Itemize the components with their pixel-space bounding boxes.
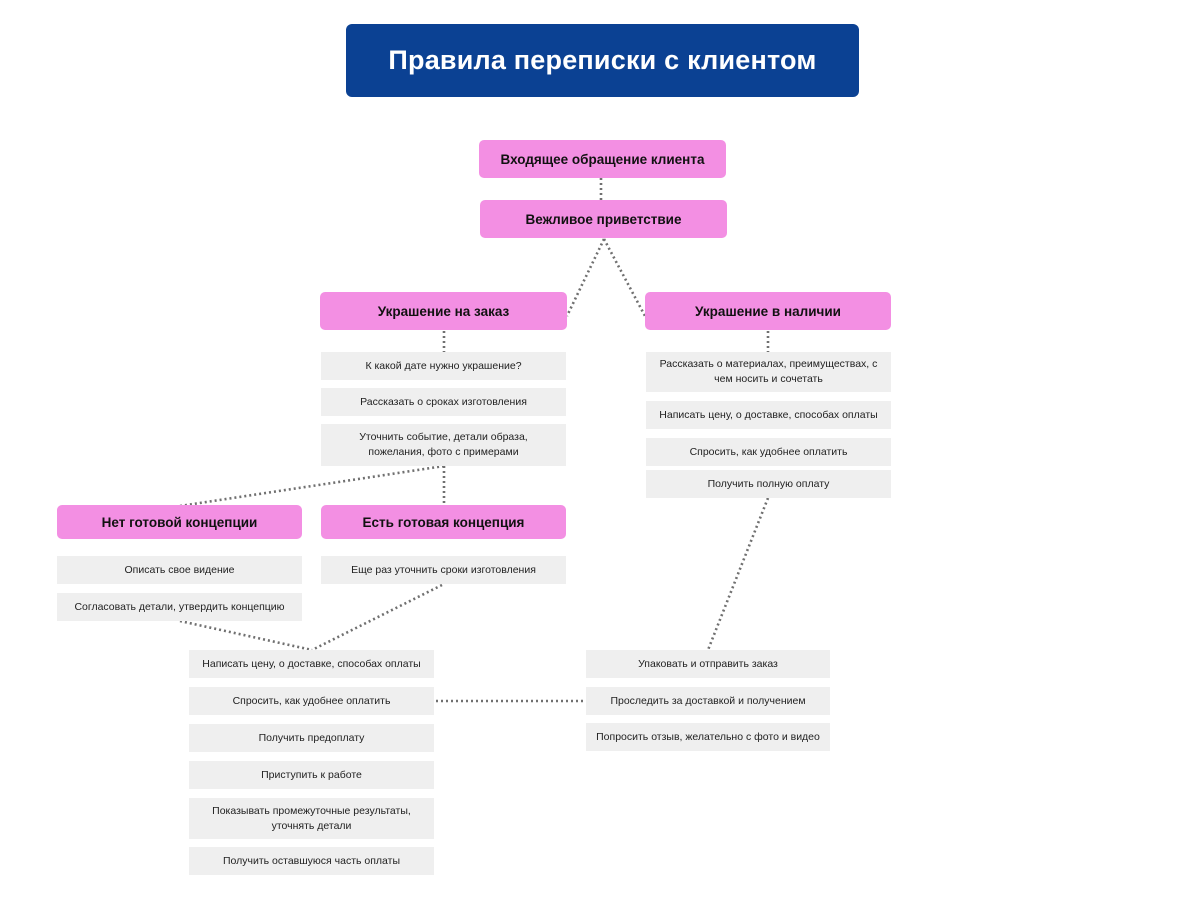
- final-step: Проследить за доставкой и получением: [586, 687, 830, 715]
- final-step: Упаковать и отправить заказ: [586, 650, 830, 678]
- node-has-concept: Есть готовая концепция: [321, 505, 566, 539]
- connector-hasconcept-work: [311, 583, 443, 652]
- node-in-stock: Украшение в наличии: [645, 292, 891, 330]
- work-step: Получить предоплату: [189, 724, 434, 752]
- page-title: Правила переписки с клиентом: [346, 24, 859, 97]
- node-incoming-request: Входящее обращение клиента: [479, 140, 726, 178]
- custom-step: Уточнить событие, детали образа, пожелан…: [321, 424, 566, 466]
- connector-custom-noconcept: [179, 464, 445, 508]
- connector-stock-final: [706, 497, 770, 651]
- stock-step: Получить полную оплату: [646, 470, 891, 498]
- work-step: Показывать промежуточные результаты, уто…: [189, 798, 434, 839]
- work-step: Написать цену, о доставке, способах опла…: [189, 650, 434, 678]
- work-step: Приступить к работе: [189, 761, 434, 789]
- work-step: Спросить, как удобнее оплатить: [189, 687, 434, 715]
- no-concept-step: Описать свое видение: [57, 556, 302, 584]
- work-step: Получить оставшуюся часть оплаты: [189, 847, 434, 875]
- custom-step: К какой дате нужно украшение?: [321, 352, 566, 380]
- node-no-concept: Нет готовой концепции: [57, 505, 302, 539]
- node-custom-order: Украшение на заказ: [320, 292, 567, 330]
- final-step: Попросить отзыв, желательно с фото и вид…: [586, 723, 830, 751]
- has-concept-step: Еще раз уточнить сроки изготовления: [321, 556, 566, 584]
- stock-step: Спросить, как удобнее оплатить: [646, 438, 891, 466]
- custom-step: Рассказать о сроках изготовления: [321, 388, 566, 416]
- stock-step: Рассказать о материалах, преимуществах, …: [646, 352, 891, 392]
- no-concept-step: Согласовать детали, утвердить концепцию: [57, 593, 302, 621]
- connector-greeting-custom: [565, 238, 606, 317]
- node-greeting: Вежливое приветствие: [480, 200, 727, 238]
- connector-greeting-stock: [602, 238, 647, 317]
- stock-step: Написать цену, о доставке, способах опла…: [646, 401, 891, 429]
- connector-noconcept-work: [179, 619, 313, 652]
